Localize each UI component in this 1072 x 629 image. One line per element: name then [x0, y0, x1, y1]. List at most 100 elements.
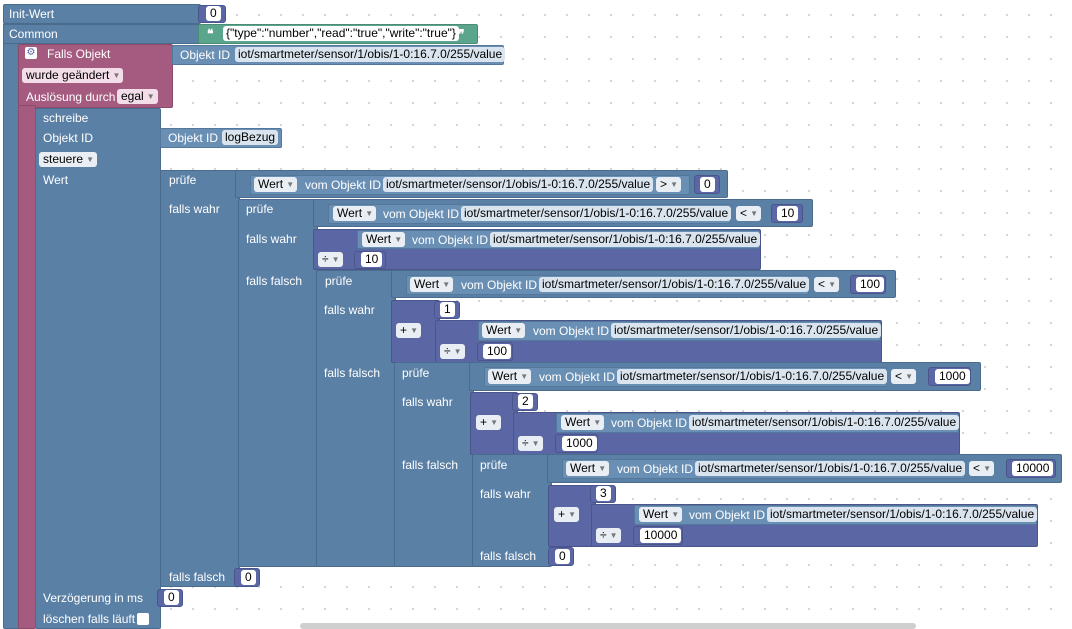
num-100b-field[interactable]: 100: [483, 344, 512, 359]
vom-objekt-label-8: vom Objekt ID: [617, 462, 694, 476]
operator-dropdown-lt-2[interactable]: <▼: [814, 277, 840, 292]
wert-dropdown-3[interactable]: Wert▼: [362, 232, 406, 247]
chevron-down-icon: ▼: [531, 439, 540, 448]
num-1000-field[interactable]: 1000: [935, 369, 970, 384]
vom-objekt-label-2: vom Objekt ID: [383, 207, 460, 221]
num-0-field[interactable]: 0: [700, 177, 715, 192]
chevron-down-icon: ▼: [146, 92, 155, 101]
init-value-field[interactable]: 0: [206, 6, 221, 21]
objid-field-7[interactable]: iot/smartmeter/sensor/1/obis/1-0:16.7.0/…: [689, 415, 960, 430]
trigger-title: Falls Objekt: [47, 47, 111, 61]
chevron-down-icon: ▼: [286, 180, 295, 189]
wert-dropdown-5[interactable]: Wert▼: [482, 323, 526, 338]
wert-dropdown-4[interactable]: Wert▼: [410, 277, 454, 292]
objid-field-4[interactable]: iot/smartmeter/sensor/1/obis/1-0:16.7.0/…: [539, 277, 810, 292]
vom-objekt-label-7: vom Objekt ID: [611, 416, 688, 430]
chevron-down-icon: ▼: [609, 531, 618, 540]
objid-field-9[interactable]: iot/smartmeter/sensor/1/obis/1-0:16.7.0/…: [767, 507, 1038, 522]
num-2-field[interactable]: 2: [518, 394, 533, 409]
ternary-2-block[interactable]: [238, 199, 318, 567]
delay-field[interactable]: 0: [164, 590, 179, 605]
ternary-5-block[interactable]: [472, 454, 552, 567]
chevron-down-icon: ▼: [598, 464, 607, 473]
chevron-down-icon: ▼: [442, 280, 451, 289]
vom-objekt-label-4: vom Objekt ID: [461, 278, 538, 292]
ternary-2-false-label: falls falsch: [246, 274, 303, 288]
vom-objekt-label-5: vom Objekt ID: [533, 324, 610, 338]
ternary-4-block[interactable]: [394, 362, 474, 567]
trigger-condition-dropdown[interactable]: wurde geändert▼: [22, 68, 124, 83]
wert-dropdown-6[interactable]: Wert▼: [488, 369, 532, 384]
ternary-3-true-label: falls wahr: [324, 303, 375, 317]
write-target-field[interactable]: logBezug: [222, 130, 279, 145]
trigger-objid-label: Objekt ID: [180, 48, 231, 62]
chevron-down-icon: ▼: [828, 280, 837, 289]
chevron-down-icon: ▼: [453, 347, 462, 356]
num-1000b-field[interactable]: 1000: [562, 436, 597, 451]
ternary-1-false-label: falls falsch: [169, 570, 226, 584]
clear-checkbox[interactable]: [137, 613, 149, 625]
operator-dropdown-div-1[interactable]: ÷▼: [318, 252, 343, 267]
write-label: schreibe: [43, 111, 89, 125]
chevron-down-icon: ▼: [112, 71, 121, 80]
write-block[interactable]: [35, 108, 161, 629]
ternary-1-true-label: falls wahr: [169, 202, 220, 216]
objid-field-3[interactable]: iot/smartmeter/sensor/1/obis/1-0:16.7.0/…: [490, 232, 761, 247]
false-zero-field-5[interactable]: 0: [555, 549, 570, 564]
write-target-label: Objekt ID: [168, 131, 219, 145]
wert-dropdown-9[interactable]: Wert▼: [639, 507, 683, 522]
operator-dropdown-lt-1[interactable]: <▼: [736, 206, 762, 221]
objid-field-5[interactable]: iot/smartmeter/sensor/1/obis/1-0:16.7.0/…: [611, 323, 882, 338]
operator-dropdown-gt[interactable]: >▼: [656, 177, 682, 192]
objid-field-8[interactable]: iot/smartmeter/sensor/1/obis/1-0:16.7.0/…: [695, 461, 966, 476]
chevron-down-icon: ▼: [394, 235, 403, 244]
ternary-4-false-label: falls falsch: [402, 458, 459, 472]
chevron-down-icon: ▼: [593, 418, 602, 427]
objid-field-6[interactable]: iot/smartmeter/sensor/1/obis/1-0:16.7.0/…: [617, 369, 888, 384]
vom-objekt-label-1: vom Objekt ID: [305, 178, 382, 192]
num-10b-field[interactable]: 10: [361, 252, 383, 267]
init-value-label: Init-Wert: [9, 7, 55, 21]
operator-dropdown-lt-3[interactable]: <▼: [891, 369, 917, 384]
common-label: Common: [9, 27, 58, 41]
write-objid-label: Objekt ID: [43, 131, 94, 145]
objid-field-2[interactable]: iot/smartmeter/sensor/1/obis/1-0:16.7.0/…: [461, 206, 732, 221]
ternary-4-true-label: falls wahr: [402, 395, 453, 409]
ternary-2-true-label: falls wahr: [246, 232, 297, 246]
operator-dropdown-div-3[interactable]: ÷▼: [518, 436, 543, 451]
ternary-1-check-label: prüfe: [169, 173, 197, 187]
operator-dropdown-div-2[interactable]: ÷▼: [440, 344, 465, 359]
wert-dropdown-2[interactable]: Wert▼: [333, 206, 377, 221]
num-10000-field[interactable]: 10000: [1012, 461, 1054, 476]
num-100-field[interactable]: 100: [856, 277, 885, 292]
operator-dropdown-div-4[interactable]: ÷▼: [596, 528, 621, 543]
common-json-field[interactable]: {"type":"number","read":"true","write":"…: [223, 26, 459, 41]
trigger-by-dropdown[interactable]: egal▼: [117, 89, 158, 104]
ternary-5-check-label: prüfe: [480, 458, 508, 472]
wert-dropdown-1[interactable]: Wert▼: [254, 177, 298, 192]
trigger-objid-field[interactable]: iot/smartmeter/sensor/1/obis/1-0:16.7.0/…: [235, 47, 506, 62]
num-10-field[interactable]: 10: [777, 206, 799, 221]
horizontal-scrollbar[interactable]: [300, 623, 916, 629]
wert-dropdown-7[interactable]: Wert▼: [561, 415, 605, 430]
vom-objekt-label-3: vom Objekt ID: [412, 233, 489, 247]
write-mode-dropdown[interactable]: steuere▼: [39, 152, 98, 167]
operator-dropdown-lt-4[interactable]: <▼: [969, 461, 995, 476]
operator-dropdown-plus-1[interactable]: +▼: [396, 323, 422, 338]
false-zero-field-1[interactable]: 0: [241, 570, 256, 585]
ternary-1-block[interactable]: [160, 170, 240, 587]
wert-dropdown-8[interactable]: Wert▼: [566, 461, 610, 476]
num-1-field[interactable]: 1: [440, 302, 455, 317]
chevron-down-icon: ▼: [750, 209, 759, 218]
num-3-field[interactable]: 3: [596, 486, 611, 501]
write-delay-label: Verzögerung in ms: [43, 591, 144, 605]
trigger-spine[interactable]: [18, 105, 36, 629]
chevron-down-icon: ▼: [410, 326, 419, 335]
puzzle-icon: ⚙: [25, 47, 37, 59]
operator-dropdown-plus-3[interactable]: +▼: [554, 507, 580, 522]
operator-dropdown-plus-2[interactable]: +▼: [476, 415, 502, 430]
num-10000b-field[interactable]: 10000: [640, 528, 682, 543]
chevron-down-icon: ▼: [514, 326, 523, 335]
ternary-2-check-label: prüfe: [246, 202, 274, 216]
objid-field-1[interactable]: iot/smartmeter/sensor/1/obis/1-0:16.7.0/…: [383, 177, 654, 192]
